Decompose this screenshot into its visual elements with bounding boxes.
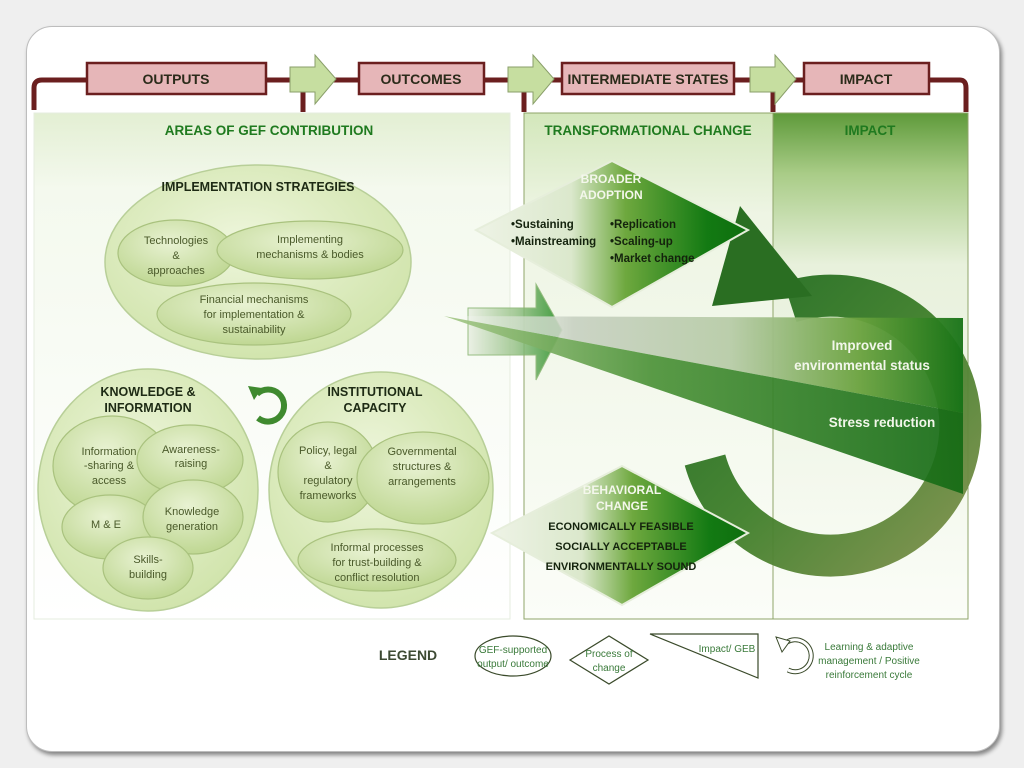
svg-text:Governmental: Governmental (387, 446, 456, 458)
stage-arrow-icon (507, 53, 555, 106)
svg-text:output/ outcome: output/ outcome (477, 659, 549, 670)
svg-text:reinforcement cycle: reinforcement cycle (826, 670, 913, 681)
legend-diamond: Process of change (568, 635, 650, 685)
svg-text:CAPACITY: CAPACITY (344, 401, 408, 415)
svg-text:Information: Information (81, 446, 136, 458)
svg-text:building: building (129, 569, 167, 581)
oval-m-and-e: M & E (91, 519, 121, 531)
svg-text:conflict resolution: conflict resolution (335, 572, 420, 584)
stage-outputs-label: OUTPUTS (143, 71, 210, 87)
svg-text:Implementing: Implementing (277, 234, 343, 246)
oval-knowledge-generation: Knowledge generation (165, 506, 219, 533)
stage-outcomes: OUTCOMES (357, 61, 486, 96)
stage-outputs: OUTPUTS (85, 61, 268, 96)
svg-text:INSTITUTIONAL: INSTITUTIONAL (327, 385, 422, 399)
behavioral-change-diamond: BEHAVIORAL CHANGE ECONOMICALLY FEASIBLE … (489, 464, 751, 607)
oval-informal-processes: Informal processes for trust-building & … (331, 542, 424, 584)
svg-text:for trust-building &: for trust-building & (332, 557, 422, 569)
svg-text:BROADER: BROADER (581, 172, 642, 186)
stage-arrow-icon (289, 53, 337, 106)
svg-text:management / Positive: management / Positive (818, 656, 920, 667)
oval-implementing-mechanisms: Implementing mechanisms & bodies (256, 234, 364, 261)
svg-text:Impact/ GEB: Impact/ GEB (699, 644, 756, 655)
impact-title: IMPACT (845, 123, 896, 138)
svg-text:Awareness-: Awareness- (162, 444, 220, 456)
svg-text:Policy, legal: Policy, legal (299, 445, 357, 457)
svg-text:Improved: Improved (832, 338, 893, 353)
svg-text:Knowledge: Knowledge (165, 506, 219, 518)
svg-text:approaches: approaches (147, 265, 205, 277)
legend-triangle: Impact/ GEB (649, 633, 759, 679)
legend-cycle-label: Learning & adaptive management / Positiv… (818, 642, 920, 681)
svg-text:ENVIRONMENTALLY SOUND: ENVIRONMENTALLY SOUND (546, 561, 697, 573)
stage-impact: IMPACT (802, 61, 931, 96)
svg-text:Stress reduction: Stress reduction (829, 415, 936, 430)
areas-title: AREAS OF GEF CONTRIBUTION (165, 123, 374, 138)
svg-text:sustainability: sustainability (223, 324, 286, 336)
svg-text:CHANGE: CHANGE (596, 499, 648, 513)
implementation-title: IMPLEMENTATION STRATEGIES (161, 180, 354, 194)
svg-text:M & E: M & E (91, 519, 121, 531)
svg-text:Informal processes: Informal processes (331, 542, 424, 554)
oval-technologies: Technologies & approaches (144, 235, 209, 277)
svg-text:change: change (593, 663, 626, 674)
institutional-capacity-group: INSTITUTIONAL CAPACITY Policy, legal & r… (268, 371, 494, 609)
legend-title: LEGEND (379, 647, 437, 663)
stage-arrow-icon (749, 53, 797, 106)
stage-impact-label: IMPACT (840, 71, 893, 87)
svg-text:mechanisms & bodies: mechanisms & bodies (256, 249, 364, 261)
broader-adoption-diamond: BROADER ADOPTION •Sustaining •Mainstream… (473, 159, 751, 309)
svg-text:raising: raising (175, 458, 207, 470)
implementation-strategies-group: IMPLEMENTATION STRATEGIES Technologies &… (104, 164, 412, 360)
svg-text:structures &: structures & (393, 461, 452, 473)
svg-text:environmental status: environmental status (794, 358, 930, 373)
svg-text:•Scaling-up: •Scaling-up (610, 236, 673, 248)
svg-text:Skills-: Skills- (133, 554, 163, 566)
svg-text:&: & (324, 460, 332, 472)
transformational-title: TRANSFORMATIONAL CHANGE (544, 123, 751, 138)
svg-text:Process of: Process of (585, 649, 632, 660)
svg-text:ECONOMICALLY FEASIBLE: ECONOMICALLY FEASIBLE (548, 521, 693, 533)
svg-text:ADOPTION: ADOPTION (579, 188, 642, 202)
svg-text:BEHAVIORAL: BEHAVIORAL (583, 483, 661, 497)
learning-cycle-icon (248, 386, 288, 425)
svg-text:Technologies: Technologies (144, 235, 209, 247)
stage-intermediate-states-label: INTERMEDIATE STATES (568, 71, 729, 87)
oval-awareness-raising: Awareness- raising (162, 444, 220, 470)
oval-information-sharing: Information -sharing & access (81, 446, 136, 487)
svg-text:-sharing &: -sharing & (84, 460, 135, 472)
svg-text:•Replication: •Replication (610, 219, 676, 231)
legend: LEGEND GEF-supported output/ outcome Pro… (379, 633, 920, 685)
stage-intermediate-states: INTERMEDIATE STATES (560, 61, 736, 96)
svg-text:•Mainstreaming: •Mainstreaming (511, 236, 596, 248)
oval-policy-legal: Policy, legal & regulatory frameworks (299, 445, 357, 502)
svg-text:KNOWLEDGE &: KNOWLEDGE & (100, 385, 195, 399)
svg-text:•Sustaining: •Sustaining (511, 219, 574, 231)
stage-outcomes-label: OUTCOMES (381, 71, 462, 87)
svg-text:arrangements: arrangements (388, 476, 456, 488)
impact-wedge: Improved environmental status Stress red… (444, 316, 963, 494)
svg-text:•Market change: •Market change (610, 253, 695, 265)
oval-governmental-structures: Governmental structures & arrangements (387, 446, 456, 488)
svg-text:INFORMATION: INFORMATION (104, 401, 191, 415)
svg-text:GEF-supported: GEF-supported (479, 645, 547, 656)
oval-financial-mechanisms: Financial mechanisms for implementation … (200, 294, 309, 336)
knowledge-information-group: KNOWLEDGE & INFORMATION Information -sha… (37, 368, 259, 612)
legend-oval: GEF-supported output/ outcome (474, 635, 552, 677)
svg-text:&: & (172, 250, 180, 262)
svg-text:generation: generation (166, 521, 218, 533)
svg-text:Financial mechanisms: Financial mechanisms (200, 294, 309, 306)
svg-text:regulatory: regulatory (304, 475, 353, 487)
svg-text:Learning & adaptive: Learning & adaptive (825, 642, 914, 653)
svg-text:frameworks: frameworks (300, 490, 357, 502)
svg-text:for implementation &: for implementation & (204, 309, 306, 321)
svg-text:access: access (92, 475, 127, 487)
legend-cycle-icon (775, 636, 814, 675)
svg-text:SOCIALLY ACCEPTABLE: SOCIALLY ACCEPTABLE (555, 541, 686, 553)
oval-skills-building: Skills- building (129, 554, 167, 581)
